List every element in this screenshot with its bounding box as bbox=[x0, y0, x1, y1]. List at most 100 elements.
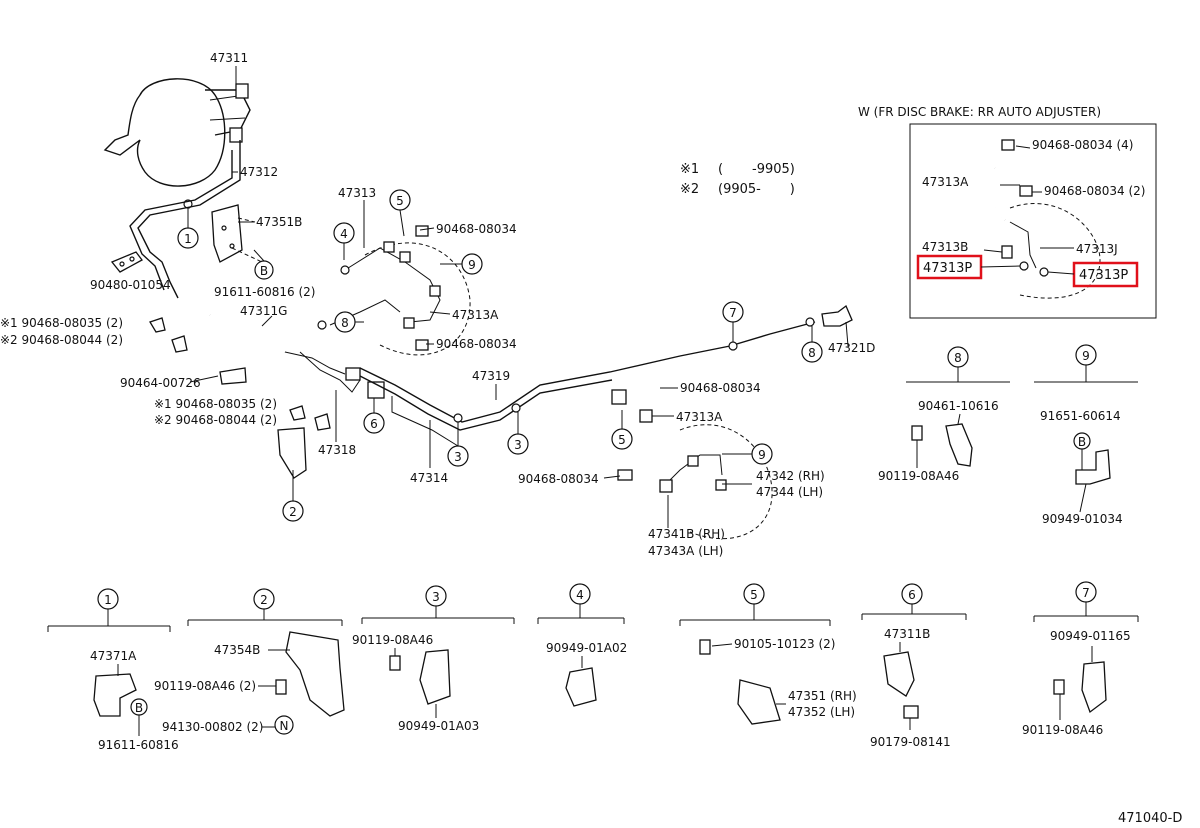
label-note1b: ※1 90468-08035 (2) bbox=[154, 397, 277, 411]
svg-text:90179-08141: 90179-08141 bbox=[870, 735, 951, 749]
svg-text:90949-01A02: 90949-01A02 bbox=[546, 641, 627, 655]
svg-text:6: 6 bbox=[370, 417, 378, 431]
inset-label-47313p-right[interactable]: 47313P bbox=[1079, 268, 1128, 283]
callout-5-main-b[interactable]: 5 bbox=[611, 428, 633, 450]
svg-text:5: 5 bbox=[750, 588, 758, 602]
inset-box bbox=[909, 123, 1157, 319]
note2-range: (9905- ) bbox=[718, 182, 795, 197]
svg-text:9: 9 bbox=[1082, 349, 1090, 363]
left-brake-assembly bbox=[317, 225, 471, 356]
callout-2-main[interactable]: 2 bbox=[282, 500, 304, 522]
inset-label-47313b: 47313B bbox=[922, 240, 968, 254]
inset-label-47313a: 47313A bbox=[922, 175, 969, 189]
svg-text:3: 3 bbox=[514, 438, 522, 452]
callout-8-main-b[interactable]: 8 bbox=[801, 341, 823, 363]
rear-main-tubes bbox=[359, 304, 853, 447]
detail-3: 3 90119-08A46 90949-01A03 bbox=[352, 585, 515, 733]
svg-text:90949-01034: 90949-01034 bbox=[1042, 512, 1123, 526]
svg-text:7: 7 bbox=[1082, 586, 1090, 600]
svg-text:9: 9 bbox=[758, 448, 766, 462]
inset-label-47313p-left[interactable]: 47313P bbox=[923, 261, 972, 276]
label-90464: 90464-00726 bbox=[120, 376, 201, 390]
label-47313: 47313 bbox=[338, 186, 376, 200]
diagram-code: 471040-D bbox=[1118, 811, 1182, 826]
detail-7: 7 90949-01165 90119-08A46 bbox=[1022, 581, 1139, 737]
callout-7-main[interactable]: 7 bbox=[722, 301, 744, 323]
label-47343a: 47343A (LH) bbox=[648, 544, 723, 558]
svg-text:90949-01165: 90949-01165 bbox=[1050, 629, 1131, 643]
svg-text:1: 1 bbox=[184, 232, 192, 246]
label-note2b: ※2 90468-08044 (2) bbox=[154, 413, 277, 427]
label-47341b: 47341B (RH) bbox=[648, 527, 725, 541]
note1-range: ( -9905) bbox=[718, 162, 795, 177]
label-90480: 90480-01054 bbox=[90, 278, 171, 292]
svg-text:9: 9 bbox=[468, 258, 476, 272]
clip-90480 bbox=[110, 251, 143, 273]
label-47318: 47318 bbox=[318, 443, 356, 457]
callout-6-main[interactable]: 6 bbox=[363, 412, 385, 434]
callout-4-main[interactable]: 4 bbox=[333, 222, 355, 244]
bracket-47351b bbox=[211, 204, 263, 263]
label-90468a: 90468-08034 bbox=[436, 222, 517, 236]
inset-label-clip-top: 90468-08034 (4) bbox=[1032, 138, 1134, 152]
callout-9-main-a[interactable]: 9 bbox=[461, 253, 483, 275]
svg-text:90119-08A46: 90119-08A46 bbox=[1022, 723, 1103, 737]
detail-5: 5 90105-10123 (2) 47351 (RH) 47352 (LH) bbox=[679, 583, 857, 725]
inset-title: W (FR DISC BRAKE: RR AUTO ADJUSTER) bbox=[858, 105, 1101, 119]
detail-1: 1 47371A B 91611-60816 bbox=[47, 588, 179, 752]
svg-text:90461-10616: 90461-10616 bbox=[918, 399, 999, 413]
label-90468d: 90468-08034 bbox=[518, 472, 599, 486]
highlight-47313p-right bbox=[1072, 261, 1139, 288]
label-note2a: ※2 90468-08044 (2) bbox=[0, 333, 123, 347]
label-47311g: 47311G bbox=[240, 304, 287, 318]
svg-text:8: 8 bbox=[954, 351, 962, 365]
label-47351b: 47351B bbox=[256, 215, 302, 229]
right-brake-assembly bbox=[611, 389, 773, 540]
svg-text:90949-01A03: 90949-01A03 bbox=[398, 719, 479, 733]
callout-9-main-b[interactable]: 9 bbox=[751, 443, 773, 465]
inset-label-clip-mid: 90468-08034 (2) bbox=[1044, 184, 1146, 198]
svg-text:3: 3 bbox=[432, 590, 440, 604]
label-47313a2: 47313A bbox=[676, 410, 723, 424]
detail-4: 4 90949-01A02 bbox=[537, 583, 627, 707]
callout-5-main[interactable]: 5 bbox=[389, 189, 411, 211]
svg-text:90119-08A46: 90119-08A46 bbox=[878, 469, 959, 483]
callout-3-main-b[interactable]: 3 bbox=[507, 433, 529, 455]
svg-text:6: 6 bbox=[908, 588, 916, 602]
svg-text:47354B: 47354B bbox=[214, 643, 260, 657]
svg-text:94130-00802 (2): 94130-00802 (2) bbox=[162, 720, 264, 734]
svg-text:8: 8 bbox=[341, 316, 349, 330]
svg-text:1: 1 bbox=[104, 593, 112, 607]
svg-text:B: B bbox=[260, 264, 268, 278]
svg-text:4: 4 bbox=[340, 227, 348, 241]
callout-b-main[interactable]: B bbox=[254, 260, 274, 280]
detail-6: 6 47311B 90179-08141 bbox=[861, 583, 967, 749]
callout-1-main[interactable]: 1 bbox=[177, 227, 199, 249]
svg-text:N: N bbox=[280, 719, 289, 733]
label-47321d: 47321D bbox=[828, 341, 875, 355]
callout-8-main-a[interactable]: 8 bbox=[334, 311, 356, 333]
hose-47311g bbox=[209, 313, 346, 375]
label-47311: 47311 bbox=[210, 51, 248, 65]
label-47344: 47344 (LH) bbox=[756, 485, 823, 499]
detail-2: 2 47354B 90119-08A46 (2) 94130-00802 (2)… bbox=[154, 588, 345, 735]
svg-text:B: B bbox=[135, 701, 143, 715]
svg-text:91611-60816: 91611-60816 bbox=[98, 738, 179, 752]
svg-text:7: 7 bbox=[729, 306, 737, 320]
svg-text:5: 5 bbox=[396, 194, 404, 208]
detail-9: 9 91651-60614 B 90949-01034 bbox=[1034, 344, 1138, 526]
label-47312: 47312 bbox=[240, 165, 278, 179]
svg-text:5: 5 bbox=[618, 433, 626, 447]
label-90468c: 90468-08034 bbox=[680, 381, 761, 395]
svg-text:90119-08A46: 90119-08A46 bbox=[352, 633, 433, 647]
svg-text:90105-10123 (2): 90105-10123 (2) bbox=[734, 637, 836, 651]
note1-mark: ※1 bbox=[680, 162, 699, 177]
label-note1a: ※1 90468-08035 (2) bbox=[0, 316, 123, 330]
callout-3-main-a[interactable]: 3 bbox=[447, 445, 469, 467]
front-tube-lines bbox=[129, 140, 241, 299]
svg-text:2: 2 bbox=[260, 593, 268, 607]
label-47319: 47319 bbox=[472, 369, 510, 383]
label-47342: 47342 (RH) bbox=[756, 469, 825, 483]
leader-lines bbox=[189, 66, 849, 528]
junction-47318 bbox=[299, 351, 385, 440]
